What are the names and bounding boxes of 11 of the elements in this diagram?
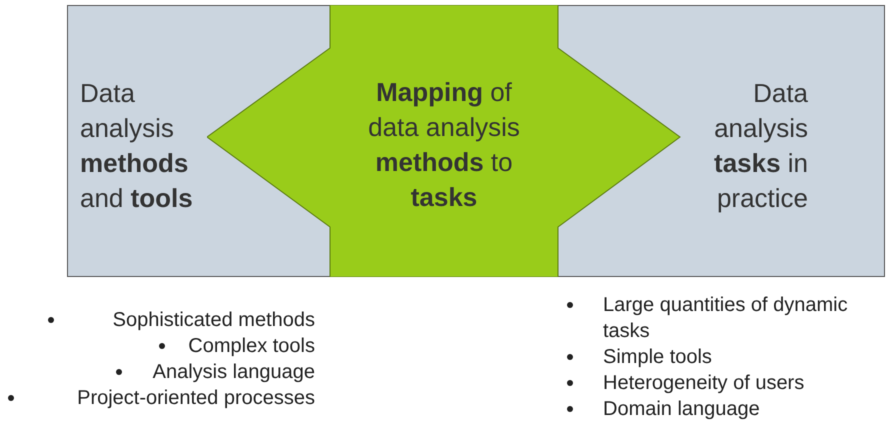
bullet-item: Large quantities of dynamic tasks — [603, 293, 849, 344]
node-text: Mapping of data analysis methods to tasks — [367, 76, 521, 214]
bullet-item: Project-oriented processes — [77, 386, 315, 411]
bullet-item: Domain language — [603, 397, 760, 422]
bullet-item: Analysis language — [152, 360, 315, 385]
node-text: Data analysis methods and tools — [80, 77, 194, 215]
node-text: Data analysis tasks in practice — [713, 77, 808, 215]
bullet-item: Simple tools — [603, 345, 712, 370]
bullet-item: Sophisticated methods — [112, 308, 315, 333]
bullet-item: Heterogeneity of users — [603, 371, 804, 396]
bullet-item: Complex tools — [188, 334, 315, 359]
